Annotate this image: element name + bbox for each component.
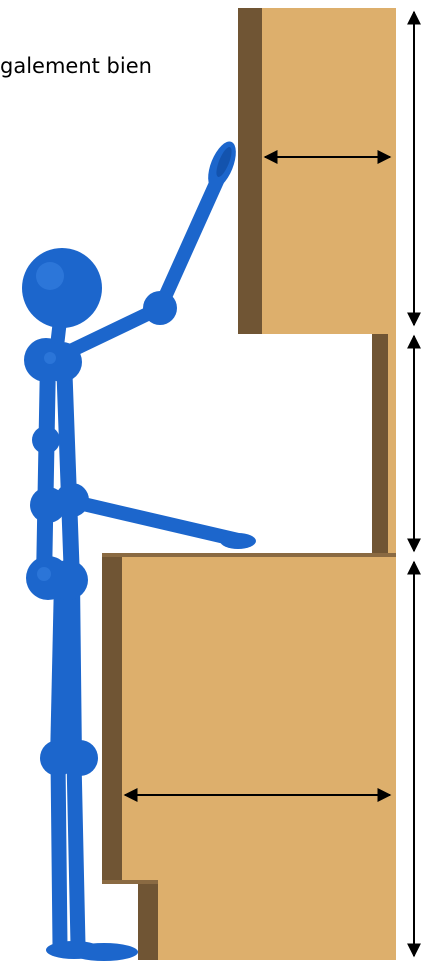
upper-cabinet <box>238 8 396 334</box>
caption-text-overlay: galement bien <box>0 54 152 78</box>
upper-cabinet-side <box>238 8 262 334</box>
figure-head <box>22 248 102 328</box>
back-wall-strip <box>372 334 396 556</box>
lower-cabinet-side <box>102 556 122 882</box>
lower-cabinet-front <box>122 556 396 882</box>
counter-hand <box>220 533 256 549</box>
human-figure-icon <box>22 141 256 961</box>
lower-cabinet <box>102 553 396 960</box>
toe-kick-front <box>158 882 396 960</box>
lower-cabinet-top-edge <box>102 553 396 557</box>
toe-kick-side <box>138 882 158 960</box>
lower-cabinet-step <box>102 880 158 884</box>
upper-cabinet-front <box>262 8 396 334</box>
